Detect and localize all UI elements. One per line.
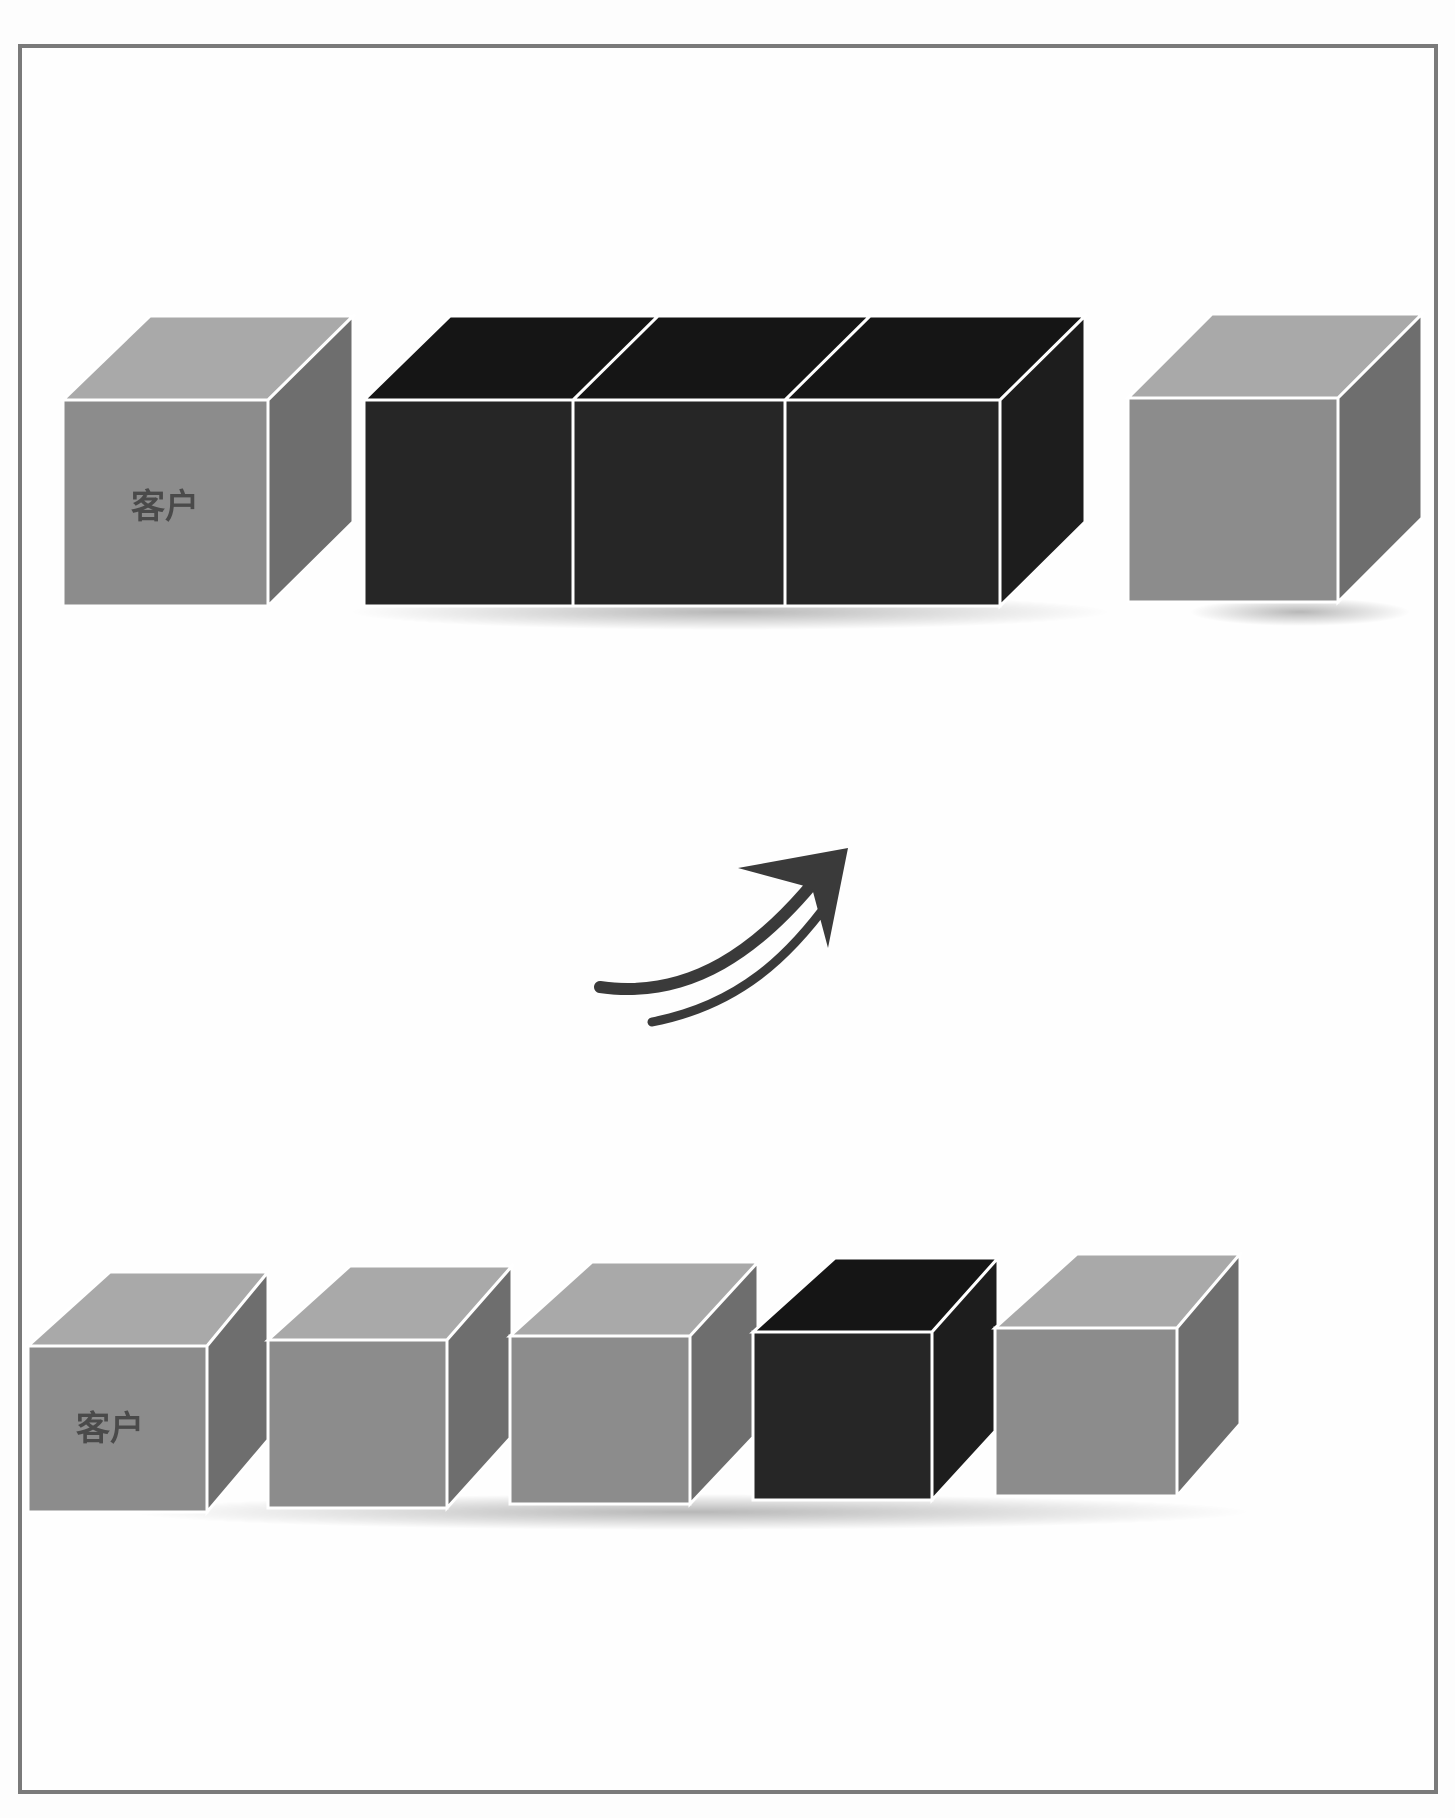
customer-label-bottom: 客户 xyxy=(76,1409,144,1449)
top-row-shadow-right xyxy=(1190,598,1410,626)
light-cube-top-right xyxy=(1124,310,1426,606)
bottom-row: 客户 xyxy=(24,1249,1250,1530)
light-cube-bottom-5 xyxy=(991,1249,1244,1500)
dark-cube-3 xyxy=(783,398,1002,608)
customer-cube-top: 客户 xyxy=(59,312,357,610)
dark-cube-bottom-4 xyxy=(749,1254,1002,1504)
dark-cube-1 xyxy=(362,398,575,608)
customer-label-top: 客户 xyxy=(131,487,199,527)
dark-cube-2 xyxy=(571,398,787,608)
light-cube-bottom-2 xyxy=(264,1262,516,1512)
curved-double-arrow-icon xyxy=(594,848,848,1027)
customer-cube-bottom: 客户 xyxy=(24,1267,272,1517)
top-row: 客户 xyxy=(59,310,1426,630)
light-cube-bottom-3 xyxy=(506,1258,762,1508)
dark-block-top xyxy=(360,312,1089,610)
